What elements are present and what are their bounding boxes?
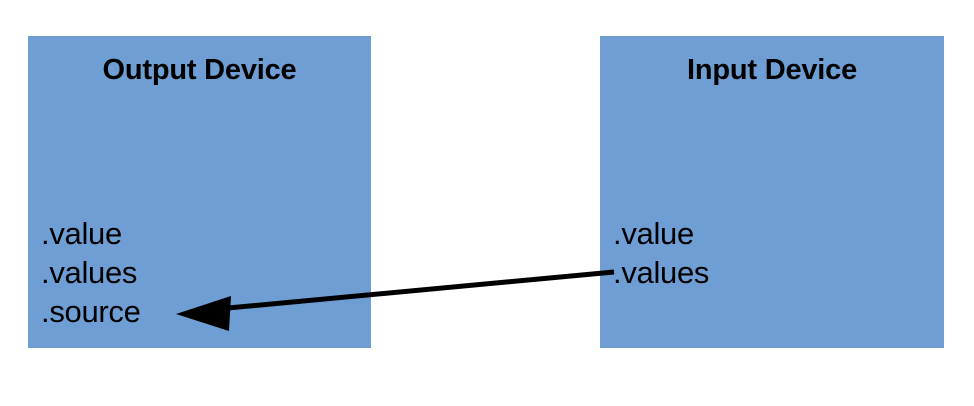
input-device-property-values: .values	[613, 255, 710, 290]
input-device-property-list: .value .values	[613, 214, 709, 292]
output-device-property-value: .value	[41, 216, 122, 251]
output-device-property-list: .value .values .source	[41, 214, 141, 331]
input-device-title: Input Device	[686, 54, 858, 86]
output-device-property-source: .source	[41, 294, 141, 329]
output-device-property-values: .values	[41, 255, 138, 290]
input-device-property-value: .value	[613, 216, 694, 251]
input-device-box[interactable]: Input Device .value .values	[600, 36, 944, 348]
output-device-box[interactable]: Output Device .value .values .source	[28, 36, 371, 348]
output-device-title: Output Device	[102, 54, 297, 86]
